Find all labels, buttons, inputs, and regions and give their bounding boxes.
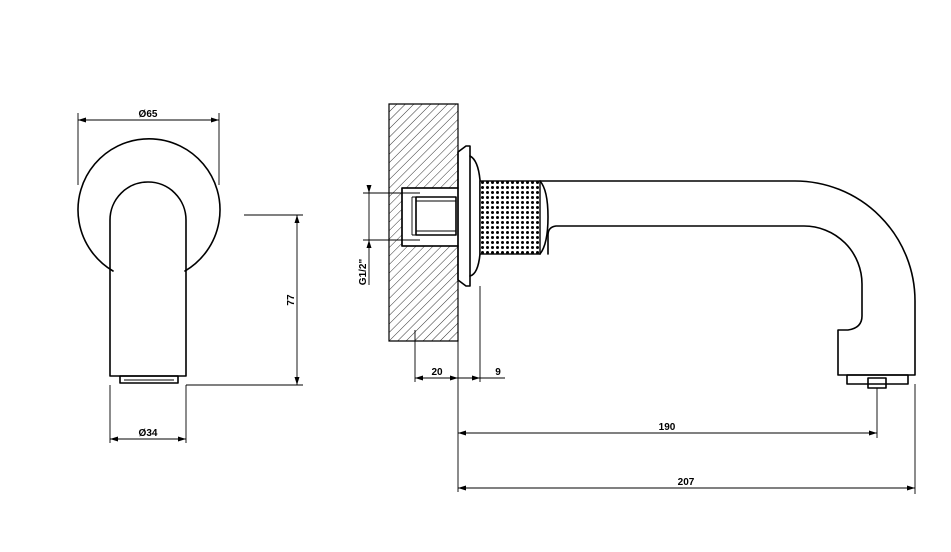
side-flange [457, 145, 471, 287]
dim-wall-depth-label: 20 [431, 367, 443, 378]
dim-flange-diameter: Ø65 [77, 109, 220, 185]
front-aerator [119, 375, 179, 384]
front-flange-outline [77, 138, 221, 272]
side-aerator [846, 374, 909, 385]
dim-height: 77 [186, 214, 303, 386]
dim-depth: 20 9 [414, 286, 505, 382]
dim-flange-diameter-label: Ø65 [139, 109, 158, 120]
side-spout-body [539, 180, 916, 376]
wall-section [388, 103, 459, 342]
knurled-sleeve [479, 180, 541, 255]
dim-thread: G1/2" [358, 185, 420, 285]
thread-connector [411, 196, 457, 236]
dim-thread-label: G1/2" [358, 259, 369, 286]
dim-reach-outlet-label: 190 [659, 422, 676, 433]
dim-height-label: 77 [286, 294, 297, 306]
dim-flange-depth-label: 9 [495, 367, 501, 378]
dim-spout-diameter-label: Ø34 [139, 428, 158, 439]
dim-reach-total-label: 207 [678, 477, 695, 488]
front-spout-outline [109, 181, 187, 377]
side-view: G1/2" 20 9 190 2 [358, 103, 916, 494]
dim-reach-total: 207 [458, 384, 916, 494]
dim-spout-diameter: Ø34 [109, 385, 187, 443]
dim-reach-outlet: 190 [457, 382, 878, 492]
flange-collar [469, 155, 481, 277]
front-view: Ø65 Ø34 77 [77, 109, 303, 443]
